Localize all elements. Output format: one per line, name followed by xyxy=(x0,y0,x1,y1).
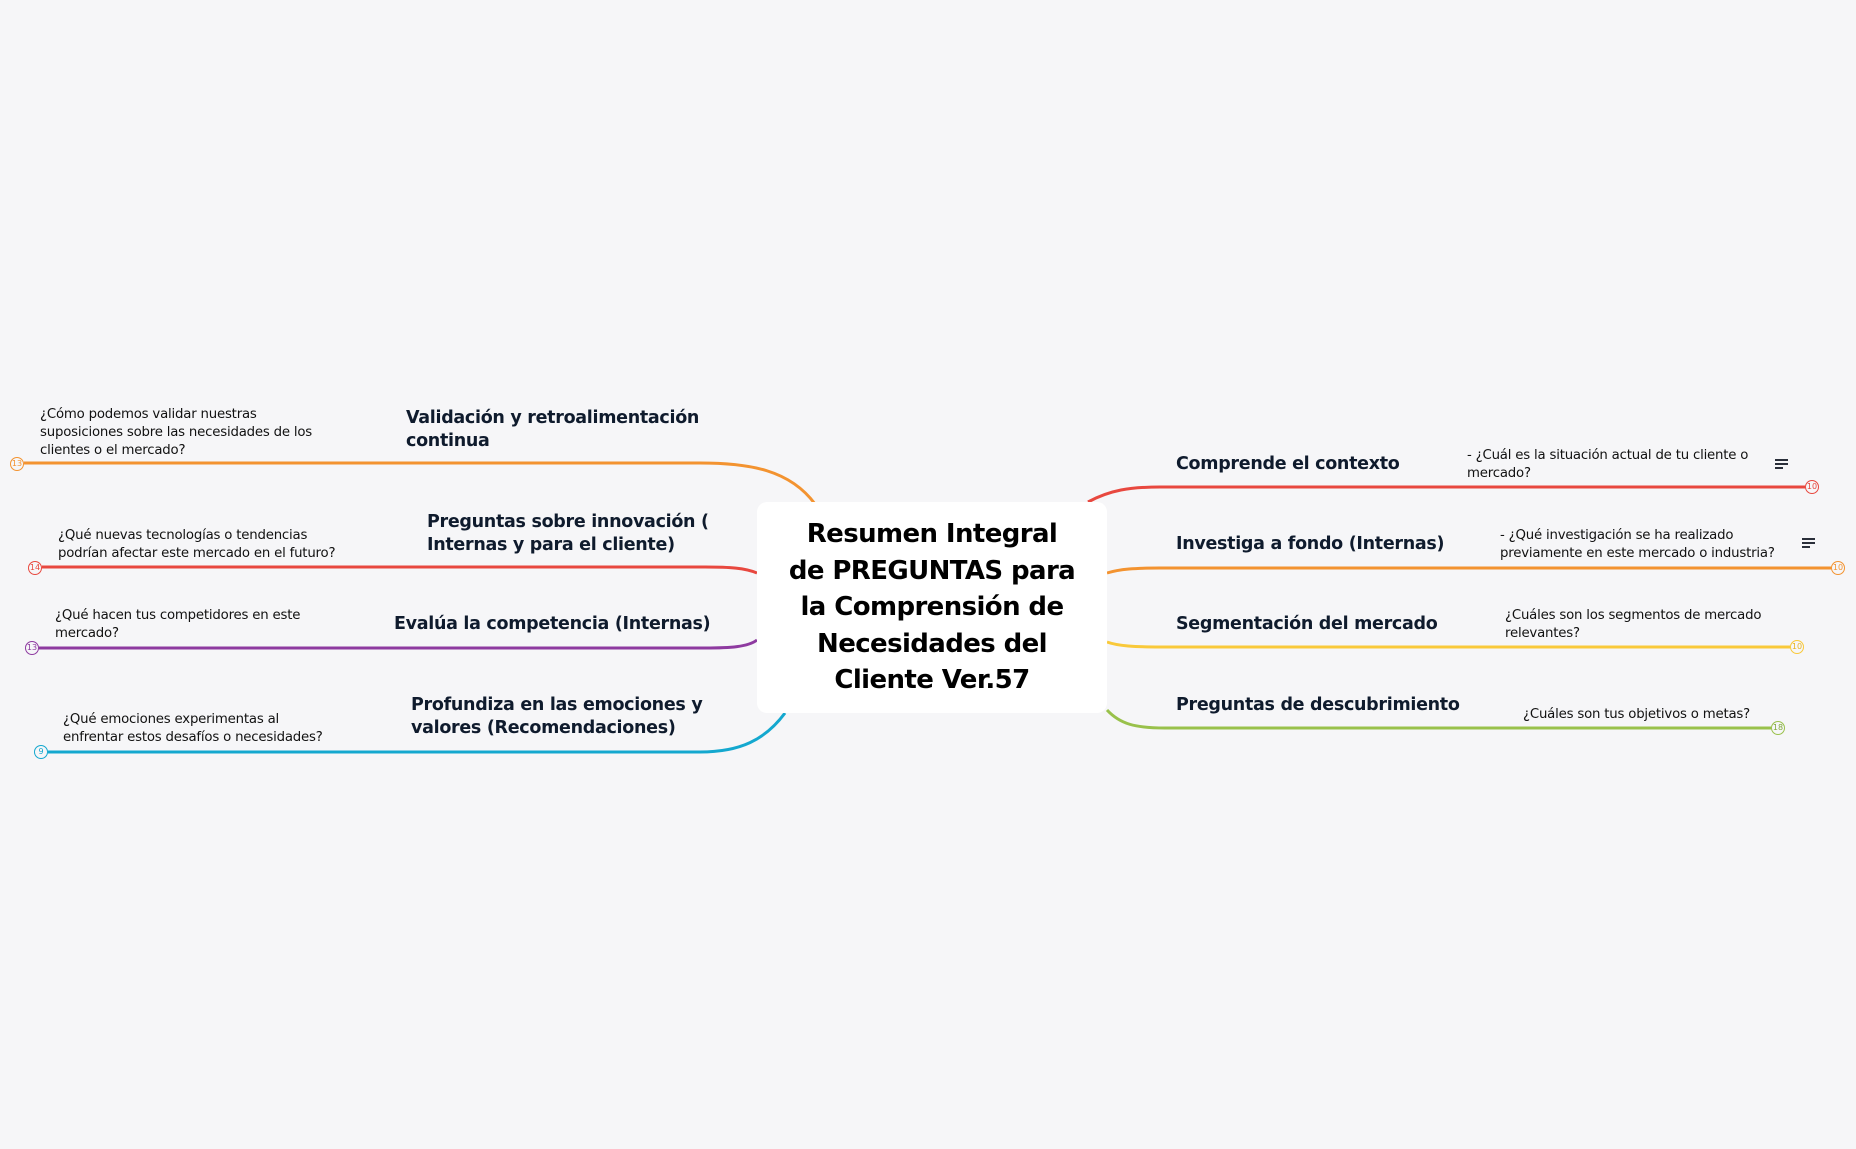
topic-contexto[interactable]: Comprende el contexto xyxy=(1176,454,1400,474)
notes-icon[interactable] xyxy=(1775,459,1788,469)
subtopic-emociones[interactable]: ¿Qué emociones experimentas al enfrentar… xyxy=(63,712,323,745)
collapse-badge-validacion[interactable]: 13 xyxy=(10,457,24,471)
collapse-badge-segmentacion[interactable]: 10 xyxy=(1790,640,1804,654)
subtopic-competencia[interactable]: ¿Qué hacen tus competidores en este merc… xyxy=(55,608,301,641)
topic-descubrimiento[interactable]: Preguntas de descubrimiento xyxy=(1176,695,1460,715)
subtopic-innovacion[interactable]: ¿Qué nuevas tecnologías o tendencias pod… xyxy=(58,528,336,561)
topic-emociones[interactable]: Profundiza en las emociones y valores (R… xyxy=(411,695,703,738)
connector-contexto xyxy=(1087,485,1805,504)
connector-competencia xyxy=(39,638,758,650)
collapse-badge-investiga[interactable]: 10 xyxy=(1831,561,1845,575)
connector-investiga xyxy=(1106,566,1831,575)
subtopic-segmentacion[interactable]: ¿Cuáles son los segmentos de mercado rel… xyxy=(1505,608,1762,641)
collapse-badge-emociones[interactable]: 9 xyxy=(34,745,48,759)
subtopic-contexto[interactable]: - ¿Cuál es la situación actual de tu cli… xyxy=(1467,448,1749,481)
subtopic-validacion[interactable]: ¿Cómo podemos validar nuestras suposicio… xyxy=(40,407,313,458)
connector-descubrimiento xyxy=(1105,708,1771,730)
subtopic-investiga[interactable]: - ¿Qué investigación se ha realizado pre… xyxy=(1500,528,1775,561)
collapse-badge-descubrimiento[interactable]: 18 xyxy=(1771,721,1785,735)
connector-emociones xyxy=(48,712,787,754)
topic-investiga[interactable]: Investiga a fondo (Internas) xyxy=(1176,534,1445,554)
collapse-badge-competencia[interactable]: 13 xyxy=(25,641,39,655)
connector-segmentacion xyxy=(1106,640,1790,649)
subtopic-descubrimiento[interactable]: ¿Cuáles son tus objetivos o metas? xyxy=(1523,707,1751,722)
topic-validacion[interactable]: Validación y retroalimentación continua xyxy=(406,408,700,451)
topic-innovacion[interactable]: Preguntas sobre innovación ( Internas y … xyxy=(427,512,709,555)
connector-innovacion xyxy=(42,565,758,575)
topic-competencia[interactable]: Evalúa la competencia (Internas) xyxy=(394,614,711,634)
topic-segmentacion[interactable]: Segmentación del mercado xyxy=(1176,614,1438,634)
notes-icon[interactable] xyxy=(1802,538,1815,548)
connector-validacion xyxy=(24,461,817,505)
collapse-badge-contexto[interactable]: 10 xyxy=(1805,480,1819,494)
central-topic[interactable]: Resumen Integral de PREGUNTAS para la Co… xyxy=(757,502,1107,713)
central-topic-title: Resumen Integral de PREGUNTAS para la Co… xyxy=(788,519,1076,696)
collapse-badge-innovacion[interactable]: 14 xyxy=(28,561,42,575)
